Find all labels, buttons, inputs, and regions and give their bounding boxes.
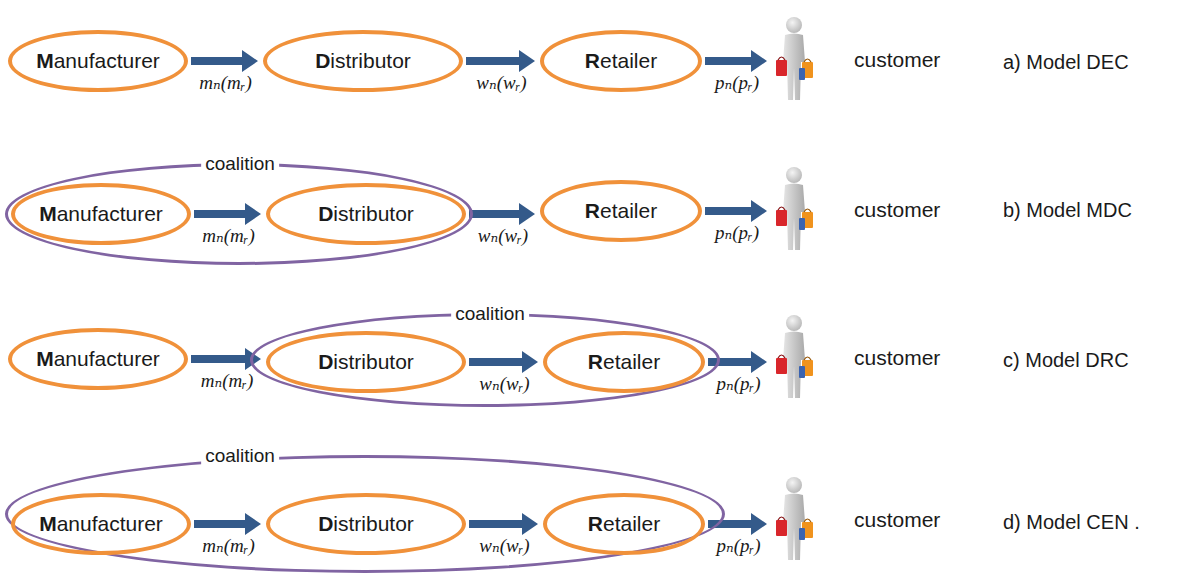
model-label: d) Model CEN . bbox=[1003, 511, 1140, 534]
actor-name: Retailer bbox=[585, 199, 657, 223]
price-label: mₙ(mᵣ) bbox=[202, 534, 254, 557]
actor-ellipse: Retailer bbox=[543, 331, 705, 393]
price-label: pₙ(pᵣ) bbox=[716, 372, 760, 395]
customer-node: customer bbox=[772, 16, 942, 104]
actor-ellipse: Distributor bbox=[266, 493, 466, 555]
actor-name: Manufacturer bbox=[39, 512, 163, 536]
flow-arrow bbox=[705, 50, 767, 72]
flow-arrow bbox=[194, 203, 261, 225]
coalition-label: coalition bbox=[451, 303, 529, 325]
coalition-ellipse: coalitionManufacturerDistributorRetailer bbox=[5, 455, 725, 573]
flow-arrow bbox=[191, 50, 258, 72]
price-label: wₙ(wᵣ) bbox=[476, 71, 526, 94]
flow-arrow bbox=[708, 513, 767, 535]
actor-name: Manufacturer bbox=[39, 202, 163, 226]
customer-figure bbox=[772, 314, 820, 402]
actor-ellipse: Distributor bbox=[263, 30, 463, 92]
customer-label: customer bbox=[854, 346, 940, 370]
model-label: c) Model DRC bbox=[1003, 349, 1129, 372]
customer-label: customer bbox=[854, 198, 940, 222]
price-label: pₙ(pᵣ) bbox=[715, 71, 759, 94]
actor-ellipse: Manufacturer bbox=[11, 493, 191, 555]
flow-arrow bbox=[469, 351, 538, 373]
coalition-ellipse: coalitionManufacturerDistributor bbox=[5, 163, 473, 265]
flow-arrow bbox=[469, 513, 538, 535]
coalition-label: coalition bbox=[201, 445, 279, 467]
price-label: wₙ(wᵣ) bbox=[479, 534, 529, 557]
actor-ellipse: Retailer bbox=[540, 30, 702, 92]
flow-arrow bbox=[469, 203, 535, 225]
actor-ellipse: Manufacturer bbox=[8, 30, 188, 92]
customer-label: customer bbox=[854, 508, 940, 532]
actor-ellipse: Retailer bbox=[540, 180, 702, 242]
price-label: mₙ(mᵣ) bbox=[202, 224, 254, 247]
actor-name: Distributor bbox=[318, 202, 414, 226]
price-label: mₙ(mᵣ) bbox=[199, 71, 251, 94]
flow-arrow bbox=[466, 50, 535, 72]
price-label: pₙ(pᵣ) bbox=[716, 534, 760, 557]
customer-label: customer bbox=[854, 48, 940, 72]
actor-name: Retailer bbox=[588, 350, 660, 374]
price-label: mₙ(mᵣ) bbox=[201, 369, 253, 392]
coalition-label: coalition bbox=[201, 153, 279, 175]
model-label: a) Model DEC bbox=[1003, 51, 1129, 74]
flow-arrow bbox=[708, 351, 767, 373]
actor-name: Retailer bbox=[585, 49, 657, 73]
actor-ellipse: Manufacturer bbox=[11, 183, 191, 245]
actor-name: Distributor bbox=[318, 350, 414, 374]
model-label: b) Model MDC bbox=[1003, 199, 1132, 222]
actor-ellipse: Distributor bbox=[266, 331, 466, 393]
customer-figure bbox=[772, 16, 820, 104]
customer-node: customer bbox=[772, 314, 942, 402]
actor-ellipse: Retailer bbox=[543, 493, 705, 555]
customer-figure bbox=[772, 476, 820, 564]
flow-arrow bbox=[194, 513, 261, 535]
actor-ellipse: Manufacturer bbox=[8, 328, 188, 390]
price-label: wₙ(wᵣ) bbox=[479, 372, 529, 395]
customer-node: customer bbox=[772, 476, 942, 564]
customer-node: customer bbox=[772, 166, 942, 254]
price-label: wₙ(wᵣ) bbox=[478, 224, 528, 247]
actor-name: Manufacturer bbox=[36, 347, 160, 371]
actor-name: Manufacturer bbox=[36, 49, 160, 73]
actor-name: Distributor bbox=[315, 49, 411, 73]
actor-name: Retailer bbox=[588, 512, 660, 536]
actor-name: Distributor bbox=[318, 512, 414, 536]
price-label: pₙ(pᵣ) bbox=[715, 221, 759, 244]
actor-ellipse: Distributor bbox=[266, 183, 466, 245]
flow-arrow bbox=[705, 200, 767, 222]
customer-figure bbox=[772, 166, 820, 254]
